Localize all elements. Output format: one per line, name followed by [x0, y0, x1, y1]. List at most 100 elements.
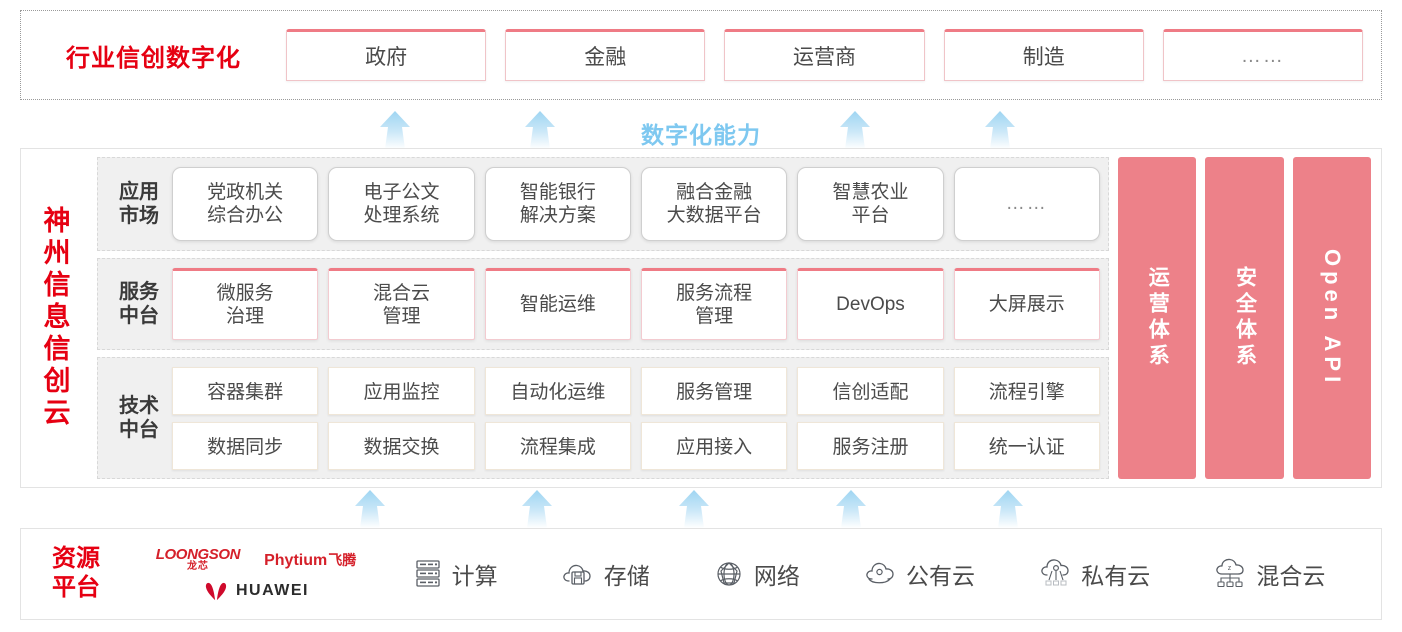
- layer-service-platform: 服务 中台 微服务 治理 混合云 管理 智能运维: [97, 258, 1109, 350]
- card-line-1: 微服务: [216, 282, 274, 304]
- side-panel-operations-system[interactable]: 运营体系: [1118, 157, 1197, 479]
- svg-text:z: z: [1228, 565, 1232, 572]
- app-card-more[interactable]: ……: [953, 167, 1100, 241]
- industry-tab-manufacturing[interactable]: 制造: [943, 29, 1144, 81]
- cloud-platform-title: 神 州 信 息 信 创 云: [21, 149, 93, 487]
- service-card-devops[interactable]: DevOps: [797, 268, 944, 340]
- cloud-title-char: 创: [43, 365, 71, 396]
- resource-item-network[interactable]: 网络: [713, 557, 800, 591]
- service-card-microservice-governance[interactable]: 微服务 治理: [172, 268, 319, 340]
- side-panel-label: 安全体系: [1233, 266, 1257, 370]
- service-card-hybrid-cloud-mgmt[interactable]: 混合云 管理: [328, 268, 475, 340]
- card-line-2: 综合办公: [207, 205, 284, 226]
- vendor-logo-row-1: LOONGSON 龙芯 Phytium 飞腾: [156, 547, 356, 572]
- tech-platform-row-2: 数据同步 数据交换 流程集成 应用接入 服务注册 统一认证: [172, 421, 1100, 470]
- resource-title-line: 资源: [52, 545, 100, 573]
- tech-card-app-access[interactable]: 应用接入: [640, 421, 788, 470]
- up-arrow-icon: [522, 490, 552, 528]
- app-card-gov-office[interactable]: 党政机关 综合办公: [172, 167, 319, 241]
- capability-label: 数字化能力: [641, 122, 761, 148]
- cloud-title-char: 息: [43, 302, 71, 333]
- tech-card-unified-auth[interactable]: 统一认证: [953, 421, 1100, 470]
- huawei-petal-icon: [205, 582, 227, 601]
- app-card-smart-agriculture[interactable]: 智慧农业 平台: [797, 167, 944, 241]
- resource-platform-container: 资源 平台 LOONGSON 龙芯 Phytium 飞腾: [20, 528, 1382, 620]
- resource-item-public-cloud[interactable]: 公有云: [863, 557, 975, 591]
- resource-item-hybrid-cloud[interactable]: z 混合云: [1213, 557, 1325, 591]
- card-line-1: 大屏展示: [988, 294, 1065, 316]
- industry-tab-telecom[interactable]: 运营商: [724, 29, 925, 81]
- side-panel-label: 运营体系: [1146, 266, 1170, 370]
- phytium-logo-en: Phytium: [264, 551, 328, 569]
- card-line-1: 智能银行: [519, 181, 596, 203]
- loongson-logo-cn: 龙芯: [186, 561, 209, 572]
- app-card-fintech-bigdata[interactable]: 融合金融 大数据平台: [640, 167, 788, 241]
- huawei-logo-text: HUAWEI: [236, 582, 309, 599]
- phytium-logo-cn: 飞腾: [328, 551, 357, 568]
- layer-label-line: 市场: [119, 205, 159, 227]
- service-platform-card-list: 微服务 治理 混合云 管理 智能运维 服务流程 管理: [172, 268, 1100, 340]
- cloud-layers: 应用 市场 党政机关 综合办公 电子公文 处理系统 智能银行: [97, 157, 1109, 479]
- loongson-logo-en: LOONGSON: [155, 546, 241, 563]
- tech-card-process-engine[interactable]: 流程引擎: [953, 366, 1100, 415]
- tech-platform-row-1: 容器集群 应用监控 自动化运维 服务管理 信创适配 流程引擎: [172, 366, 1100, 415]
- card-line-1: 党政机关: [207, 181, 284, 203]
- side-panel-group: 运营体系 安全体系 Open API: [1118, 157, 1371, 479]
- tech-card-container-cluster[interactable]: 容器集群: [172, 366, 319, 415]
- up-arrow-icon: [355, 490, 385, 528]
- tech-card-app-monitoring[interactable]: 应用监控: [328, 366, 475, 415]
- tech-card-service-registry[interactable]: 服务注册: [797, 421, 944, 470]
- industry-band: 行业信创数字化 政府 金融 运营商 制造 ……: [20, 10, 1382, 100]
- resource-item-label: 公有云: [906, 563, 976, 589]
- cloud-title-char: 信: [43, 270, 71, 301]
- side-panel-security-system[interactable]: 安全体系: [1205, 157, 1284, 479]
- service-card-process-mgmt[interactable]: 服务流程 管理: [640, 268, 788, 340]
- side-panel-open-api[interactable]: Open API: [1292, 157, 1371, 479]
- layer-label-line: 中台: [119, 419, 159, 441]
- tech-card-service-mgmt[interactable]: 服务管理: [640, 366, 788, 415]
- resource-item-label: 混合云: [1256, 563, 1326, 589]
- tech-card-data-exchange[interactable]: 数据交换: [328, 421, 475, 470]
- tech-card-data-sync[interactable]: 数据同步: [172, 421, 319, 470]
- resource-item-storage[interactable]: 存储: [561, 557, 650, 591]
- card-line-1: 智能运维: [519, 294, 596, 316]
- layer-tech-platform: 技术 中台 容器集群 应用监控 自动化运维 服务管理 信创适配 流程引擎: [97, 357, 1109, 479]
- tech-card-xinchuang-adaptation[interactable]: 信创适配: [797, 366, 944, 415]
- card-line-2: 平台: [851, 205, 890, 226]
- hybrid-cloud-icon: z: [1216, 558, 1245, 588]
- industry-tab-finance[interactable]: 金融: [505, 29, 706, 81]
- layer-service-platform-label: 服务 中台: [106, 280, 172, 329]
- resource-item-list: 计算 存储: [381, 557, 1381, 591]
- cloud-title-char: 神: [43, 206, 71, 237]
- resource-item-compute[interactable]: 计算: [413, 557, 498, 591]
- resource-platform-title: 资源 平台: [21, 545, 131, 603]
- card-line-1: DevOps: [836, 294, 905, 316]
- card-line-2: 治理: [226, 306, 265, 327]
- card-line-2: 处理系统: [363, 205, 440, 226]
- app-card-edoc-system[interactable]: 电子公文 处理系统: [328, 167, 475, 241]
- resource-item-private-cloud[interactable]: 私有云: [1038, 557, 1150, 591]
- layer-app-market: 应用 市场 党政机关 综合办公 电子公文 处理系统 智能银行: [97, 157, 1109, 251]
- resource-item-label: 网络: [753, 563, 800, 589]
- loongson-logo: LOONGSON 龙芯: [155, 546, 241, 572]
- cloud-platform-container: 神 州 信 息 信 创 云 应用 市场 党政机关 综合办: [20, 148, 1382, 488]
- layer-tech-platform-label: 技术 中台: [106, 394, 172, 443]
- up-arrow-icon: [993, 490, 1023, 528]
- tech-card-process-integration[interactable]: 流程集成: [484, 421, 631, 470]
- card-line-2: 解决方案: [519, 205, 596, 226]
- industry-tab-more[interactable]: ……: [1162, 29, 1364, 81]
- card-line-2: 管理: [382, 306, 421, 327]
- cloud-title-char: 云: [43, 397, 71, 428]
- service-card-smart-ops[interactable]: 智能运维: [484, 268, 631, 340]
- service-card-dashboard[interactable]: 大屏展示: [953, 268, 1100, 340]
- industry-tab-government[interactable]: 政府: [286, 29, 487, 81]
- app-card-smart-bank[interactable]: 智能银行 解决方案: [484, 167, 631, 241]
- up-arrow-icon: [679, 490, 709, 528]
- card-line-1: ……: [1005, 193, 1048, 215]
- card-line-2: 大数据平台: [666, 205, 762, 226]
- tech-card-automated-ops[interactable]: 自动化运维: [484, 366, 631, 415]
- vendor-logo-row-2: HUAWEI: [203, 581, 309, 601]
- resource-item-label: 存储: [603, 563, 650, 589]
- cloud-storage-icon: [563, 564, 591, 585]
- cloud-platform-body: 应用 市场 党政机关 综合办公 电子公文 处理系统 智能银行: [93, 149, 1381, 487]
